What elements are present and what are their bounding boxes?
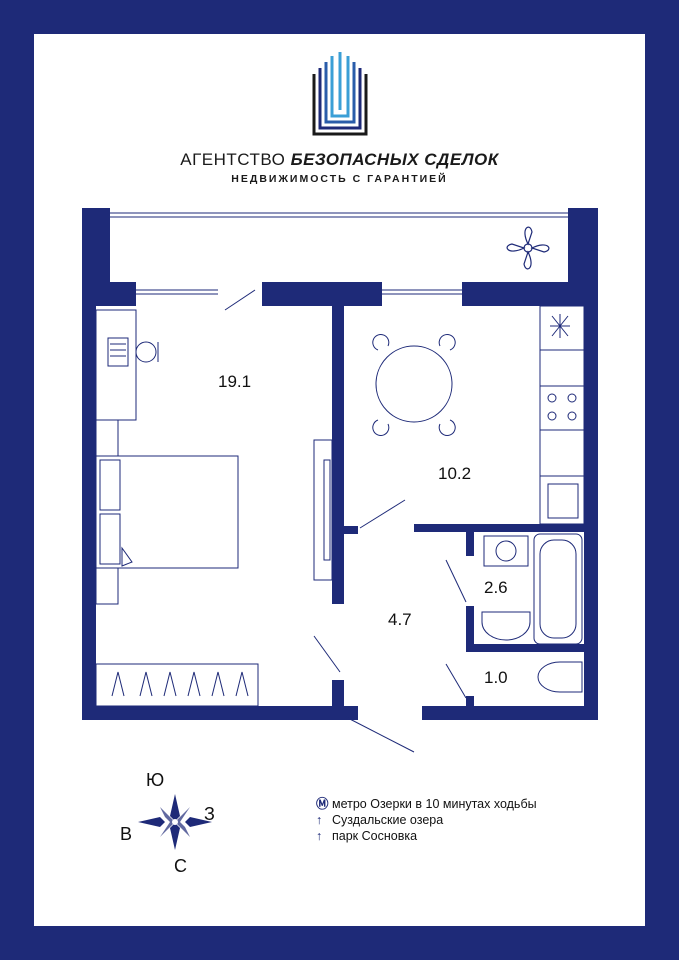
agency-name-regular: АГЕНТСТВО bbox=[180, 150, 286, 169]
toilet-icon bbox=[537, 661, 583, 693]
sink-icon bbox=[547, 483, 579, 519]
nightstand-icon bbox=[95, 419, 119, 457]
arrow-up-icon: ↑ bbox=[316, 813, 323, 827]
compass-east-label: З bbox=[204, 804, 215, 824]
arrow-up-icon: ↑ bbox=[316, 829, 323, 843]
dining-table-icon bbox=[375, 345, 453, 423]
door-swings bbox=[313, 499, 467, 753]
room-area-toilet: 1.0 bbox=[484, 668, 508, 687]
fridge-icon bbox=[550, 314, 570, 338]
nightstand-icon bbox=[95, 567, 119, 605]
room-area-hallway: 4.7 bbox=[388, 610, 412, 629]
wardrobe-icon bbox=[95, 663, 259, 707]
bathroom-fixtures bbox=[481, 533, 583, 693]
tv-stand-icon bbox=[313, 439, 333, 581]
washbasin-icon bbox=[481, 611, 531, 641]
bedroom-furniture bbox=[95, 309, 333, 707]
room-area-bedroom: 19.1 bbox=[218, 372, 252, 391]
kitchen-counter-icon bbox=[539, 305, 585, 525]
balcony bbox=[110, 212, 568, 311]
bed-icon bbox=[95, 455, 239, 569]
hob-icon bbox=[547, 393, 577, 421]
compass-rose: Ю З С В bbox=[110, 770, 240, 880]
compass-north-label: Ю bbox=[146, 770, 165, 790]
hangers bbox=[111, 671, 249, 697]
note-text: метро Озерки в 10 минутах ходьбы bbox=[332, 797, 537, 811]
bathtub-icon bbox=[533, 533, 583, 645]
agency-tagline: НЕДВИЖИМОСТЬ С ГАРАНТИЕЙ bbox=[231, 173, 448, 185]
walls bbox=[82, 208, 598, 720]
compass-star-icon bbox=[138, 794, 212, 850]
chair-icon bbox=[135, 341, 157, 363]
room-area-kitchen: 10.2 bbox=[438, 464, 472, 483]
agency-logo-icon bbox=[312, 52, 368, 136]
compass-west-label: В bbox=[120, 824, 133, 844]
kitchen-furniture bbox=[372, 305, 585, 525]
desk-icon bbox=[95, 309, 137, 421]
metro-icon: Ⓜ bbox=[316, 797, 329, 811]
note-text: Суздальские озера bbox=[332, 813, 444, 827]
agency-name-bold: БЕЗОПАСНЫХ СДЕЛОК bbox=[290, 150, 499, 169]
laptop-icon bbox=[107, 337, 129, 367]
note-park: ↑ парк Сосновка bbox=[316, 828, 537, 844]
note-lakes: ↑ Суздальские озера bbox=[316, 812, 537, 828]
compass-south-label: С bbox=[174, 856, 187, 876]
fan-icon bbox=[506, 226, 550, 270]
washer-icon bbox=[483, 535, 529, 567]
note-text: парк Сосновка bbox=[332, 829, 418, 843]
agency-name: АГЕНТСТВО БЕЗОПАСНЫХ СДЕЛОК bbox=[0, 150, 679, 170]
room-area-bathroom: 2.6 bbox=[484, 578, 508, 597]
